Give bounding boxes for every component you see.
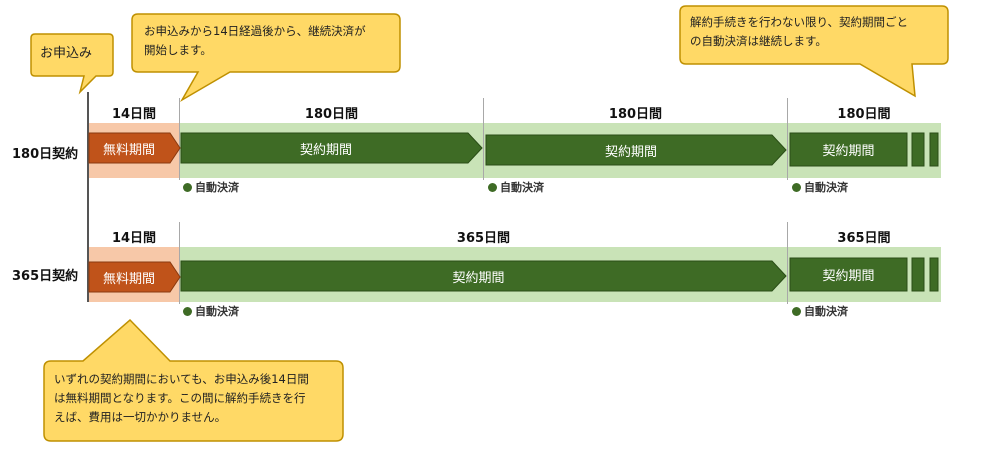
contract-period-label: 契約期間 bbox=[822, 269, 875, 284]
divider-line bbox=[787, 98, 788, 180]
period-label: 365日間 bbox=[456, 231, 511, 246]
contract-period-label: 契約期間 bbox=[452, 270, 505, 286]
auto-payment-marker: 自動決済 bbox=[183, 303, 239, 319]
callout-free-text: いずれの契約期間においても、お申込み後14日間 は無料期間となります。この間に解… bbox=[54, 372, 309, 424]
auto-payment-label: 自動決済 bbox=[804, 305, 848, 318]
continuation-bar bbox=[929, 132, 939, 167]
free-period-arrow bbox=[88, 132, 181, 164]
free-period-label: 無料期間 bbox=[102, 142, 155, 158]
auto-payment-dot bbox=[792, 182, 801, 192]
period-label: 180日間 bbox=[608, 107, 663, 122]
auto-payment-dot bbox=[488, 182, 497, 192]
free-period-label: 無料期間 bbox=[102, 271, 155, 287]
divider-line bbox=[179, 222, 180, 304]
auto-payment-dot bbox=[792, 306, 801, 316]
callout-free-shape bbox=[43, 318, 344, 442]
auto-payment-dot bbox=[183, 182, 192, 192]
period-label: 14日間 bbox=[111, 231, 157, 246]
contract-period-label: 契約期間 bbox=[299, 142, 352, 158]
continuation-bar bbox=[929, 257, 939, 292]
callout-apply-shape bbox=[30, 33, 114, 95]
continuation-bar bbox=[911, 257, 925, 292]
divider-line bbox=[483, 98, 484, 180]
row-label: 365日契約 bbox=[12, 269, 79, 284]
contract-period-arrow bbox=[180, 132, 483, 164]
divider-line bbox=[787, 222, 788, 304]
row-label: 180日契約 bbox=[12, 147, 79, 162]
period-label: 365日間 bbox=[837, 231, 891, 246]
callout-autostart-shape bbox=[131, 13, 401, 103]
auto-payment-label: 自動決済 bbox=[195, 305, 239, 318]
callout-continue-text: 解約手続きを行わない限り、契約期間ごと の自動決済は継続します。 bbox=[690, 15, 909, 48]
auto-payment-marker: 自動決済 bbox=[183, 179, 239, 195]
auto-payment-dot bbox=[183, 306, 192, 316]
start-axis-line bbox=[87, 92, 89, 302]
callout-autostart-text: お申込みから14日経過後から、継続決済が 開始します。 bbox=[144, 24, 366, 57]
callout-continue-shape bbox=[679, 5, 949, 98]
period-label: 14日間 bbox=[111, 107, 157, 122]
auto-payment-label: 自動決済 bbox=[804, 181, 848, 194]
free-period-arrow bbox=[88, 261, 181, 293]
contract-period-block bbox=[789, 257, 908, 292]
contract-period-label: 契約期間 bbox=[822, 144, 875, 159]
auto-payment-label: 自動決済 bbox=[500, 181, 544, 194]
contract-period-block bbox=[789, 132, 908, 167]
continuation-bar bbox=[911, 132, 925, 167]
callout-apply-text: お申込み bbox=[40, 46, 93, 61]
period-label: 180日間 bbox=[837, 107, 891, 122]
contract-period-label: 契約期間 bbox=[604, 144, 657, 160]
contract-period-arrow bbox=[485, 134, 787, 166]
divider-line bbox=[179, 98, 180, 180]
auto-payment-marker: 自動決済 bbox=[488, 179, 544, 195]
auto-payment-marker: 自動決済 bbox=[792, 179, 848, 195]
auto-payment-label: 自動決済 bbox=[195, 181, 239, 194]
auto-payment-marker: 自動決済 bbox=[792, 303, 848, 319]
contract-period-arrow bbox=[180, 260, 787, 292]
period-label: 180日間 bbox=[304, 107, 359, 122]
